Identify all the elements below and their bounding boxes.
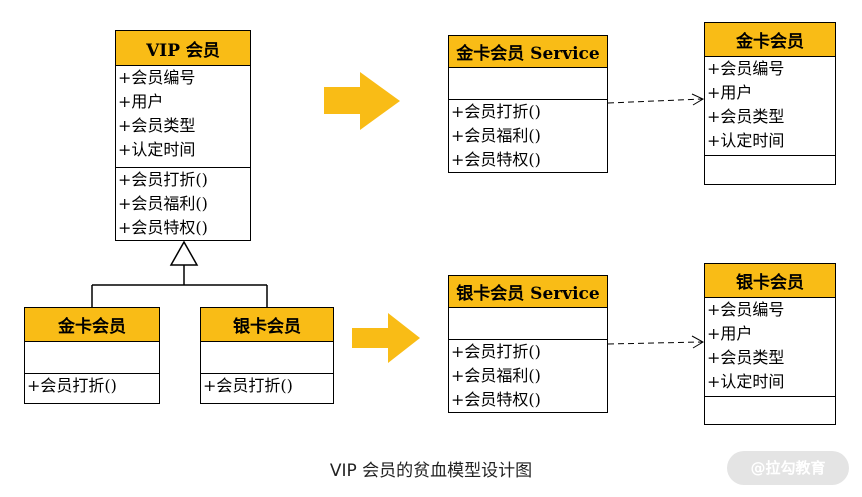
gold-entity-class: 金卡会员 +会员编号 +用户 +会员类型 +认定时间 bbox=[704, 22, 836, 185]
method: +会员打折() bbox=[118, 170, 208, 189]
dependency-arrow-bottom bbox=[607, 335, 705, 349]
class-title: 银卡会员 Service bbox=[449, 276, 607, 308]
attribute: +会员编号 bbox=[118, 68, 196, 87]
method: +会员福利() bbox=[118, 194, 208, 213]
method: +会员特权() bbox=[451, 150, 541, 169]
method: +会员福利() bbox=[451, 366, 541, 385]
attributes-section bbox=[449, 68, 607, 100]
attribute: +会员编号 bbox=[707, 59, 785, 78]
class-title: 银卡会员 bbox=[201, 308, 333, 342]
method: +会员特权() bbox=[118, 218, 208, 237]
method: +会员打折() bbox=[451, 342, 541, 361]
gold-service-class: 金卡会员 Service +会员打折() +会员福利() +会员特权() bbox=[448, 35, 608, 173]
methods-section bbox=[705, 397, 835, 424]
transform-arrow-icon-top bbox=[324, 72, 400, 130]
attribute: +用户 bbox=[118, 92, 164, 111]
transform-arrow-icon-bottom bbox=[352, 313, 420, 363]
attributes-section: +会员编号 +用户 +会员类型 +认定时间 bbox=[116, 66, 250, 168]
method: +会员特权() bbox=[451, 390, 541, 409]
gold-member-class: 金卡会员 +会员打折() bbox=[24, 307, 160, 404]
attribute: +认定时间 bbox=[707, 372, 785, 391]
inheritance-triangle-icon bbox=[169, 240, 199, 266]
attributes-section bbox=[449, 308, 607, 340]
class-title: 银卡会员 bbox=[705, 264, 835, 298]
attributes-section bbox=[201, 342, 333, 374]
dependency-arrow-top bbox=[607, 93, 705, 106]
attribute: +用户 bbox=[707, 324, 753, 343]
methods-section: +会员打折() bbox=[25, 374, 159, 403]
attribute: +会员编号 bbox=[707, 300, 785, 319]
methods-section: +会员打折() +会员福利() +会员特权() bbox=[449, 340, 607, 412]
method: +会员打折() bbox=[203, 376, 293, 395]
attributes-section: +会员编号 +用户 +会员类型 +认定时间 bbox=[705, 298, 835, 397]
methods-section: +会员打折() bbox=[201, 374, 333, 403]
method: +会员打折() bbox=[451, 102, 541, 121]
attribute: +认定时间 bbox=[118, 140, 196, 159]
attribute: +会员类型 bbox=[707, 348, 785, 367]
attribute: +会员类型 bbox=[118, 116, 196, 135]
methods-section: +会员打折() +会员福利() +会员特权() bbox=[449, 100, 607, 172]
attribute: +会员类型 bbox=[707, 107, 785, 126]
methods-section bbox=[705, 156, 835, 184]
class-title: 金卡会员 Service bbox=[449, 36, 607, 68]
class-title: VIP 会员 bbox=[116, 31, 250, 66]
attributes-section bbox=[25, 342, 159, 374]
attribute: +认定时间 bbox=[707, 131, 785, 150]
attributes-section: +会员编号 +用户 +会员类型 +认定时间 bbox=[705, 57, 835, 156]
method: +会员福利() bbox=[451, 126, 541, 145]
class-title: 金卡会员 bbox=[705, 23, 835, 57]
watermark-logo: @拉勾教育 bbox=[727, 451, 849, 485]
silver-member-class: 银卡会员 +会员打折() bbox=[200, 307, 334, 404]
silver-service-class: 银卡会员 Service +会员打折() +会员福利() +会员特权() bbox=[448, 275, 608, 413]
vip-member-class: VIP 会员 +会员编号 +用户 +会员类型 +认定时间 +会员打折() +会员… bbox=[115, 30, 251, 241]
inheritance-connector bbox=[91, 265, 268, 307]
methods-section: +会员打折() +会员福利() +会员特权() bbox=[116, 168, 250, 240]
attribute: +用户 bbox=[707, 83, 753, 102]
diagram-caption: VIP 会员的贫血模型设计图 bbox=[329, 461, 533, 481]
method: +会员打折() bbox=[27, 376, 117, 395]
class-title: 金卡会员 bbox=[25, 308, 159, 342]
silver-entity-class: 银卡会员 +会员编号 +用户 +会员类型 +认定时间 bbox=[704, 263, 836, 425]
